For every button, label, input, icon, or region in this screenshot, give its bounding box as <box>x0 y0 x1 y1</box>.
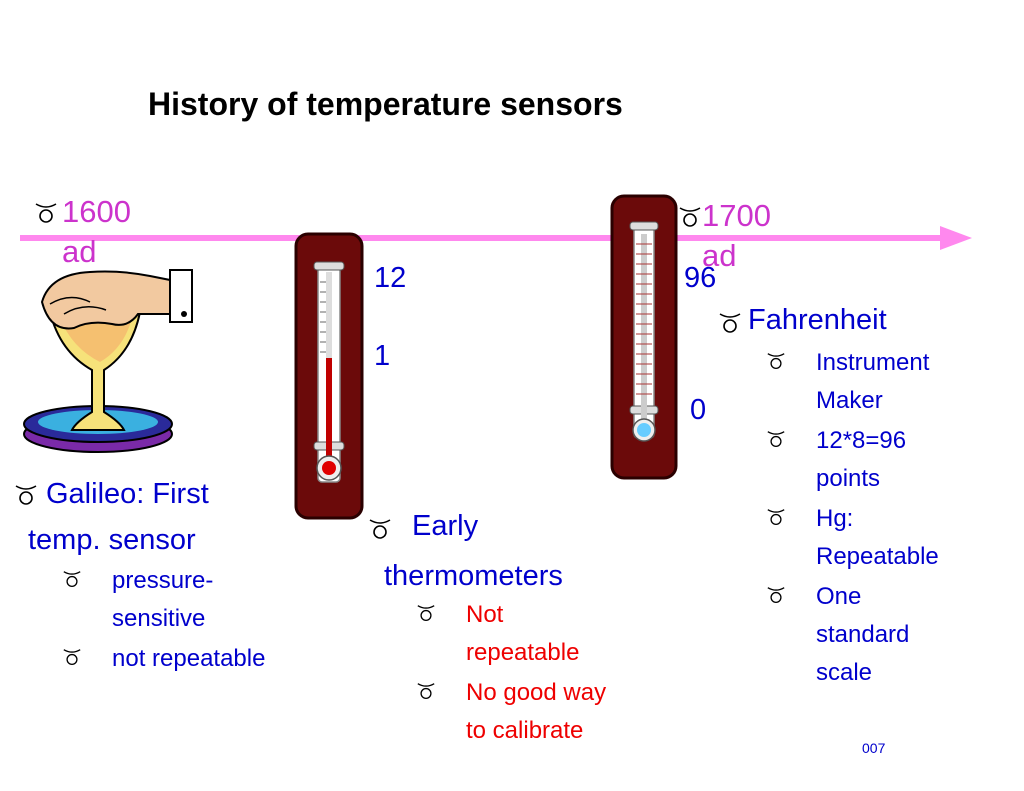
bullet-icon <box>766 586 786 604</box>
bullet-icon <box>766 508 786 526</box>
galileo-item-1-line1: pressure- <box>112 567 214 594</box>
fahrenheit-item-4-line2: standard <box>816 621 910 648</box>
bullet-icon <box>416 604 436 622</box>
fahrenheit-item-2-line1: 12*8=96 <box>816 427 907 454</box>
galileo-item-1-line2: sensitive <box>112 605 206 632</box>
bullet-icon <box>718 312 742 334</box>
hand-flask-icon <box>23 269 193 453</box>
fahrenheit-scale-top: 96 <box>684 262 717 294</box>
galileo-item-2-line1: not repeatable <box>112 645 266 672</box>
early-heading-line1: Early <box>412 510 479 542</box>
bullet-icon <box>14 484 38 506</box>
galileo-heading-line2: temp. sensor <box>28 524 196 556</box>
fahrenheit-item-4-line1: One <box>816 583 862 610</box>
fahrenheit-item-1-line2: Maker <box>816 387 883 414</box>
slide-title: History of temperature sensors <box>148 86 623 122</box>
fahrenheit-heading: Fahrenheit <box>748 304 887 336</box>
fahrenheit-scale-bottom: 0 <box>690 394 707 426</box>
bullet-icon <box>62 570 82 588</box>
fahrenheit-item-4-line3: scale <box>816 659 873 686</box>
bullet-icon <box>62 648 82 666</box>
date-1700-label: 1700 ad <box>702 198 771 273</box>
early-item-2-line2: to calibrate <box>466 717 584 744</box>
fahrenheit-item-3-line2: Repeatable <box>816 543 939 570</box>
early-item-1-line2: repeatable <box>466 639 580 666</box>
thermometer-icon <box>294 232 364 520</box>
thermometer-icon <box>610 194 678 480</box>
bullet-icon <box>368 518 392 540</box>
early-item-1-line1: Not <box>466 601 504 628</box>
early-item-2-line1: No good way <box>466 679 607 706</box>
date-1600-label: 1600 ad <box>62 194 131 269</box>
early-scale-mid: 1 <box>374 340 391 372</box>
page-number: 007 <box>862 740 886 756</box>
fahrenheit-item-3-line1: Hg: <box>816 505 854 532</box>
bullet-icon <box>766 430 786 448</box>
galileo-heading-line1: Galileo: First <box>46 478 209 510</box>
fahrenheit-item-1-line1: Instrument <box>816 349 930 376</box>
early-scale-top: 12 <box>374 262 407 294</box>
bullet-icon <box>416 682 436 700</box>
early-heading-line2: thermometers <box>384 560 563 592</box>
bullet-icon <box>766 352 786 370</box>
fahrenheit-item-2-line2: points <box>816 465 881 492</box>
